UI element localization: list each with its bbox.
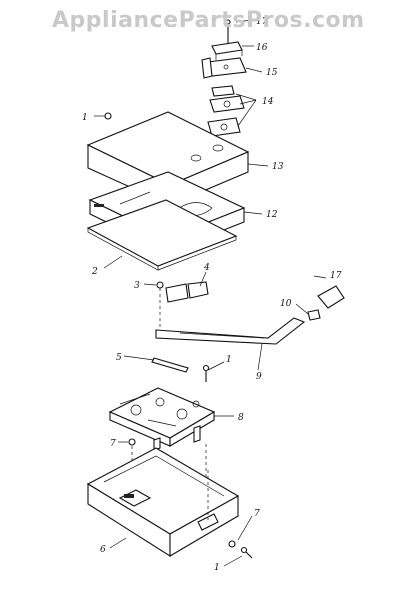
callout-17-right: 17	[330, 271, 342, 281]
callout-1-bottom: 1	[214, 563, 220, 573]
part-housing-tray	[86, 447, 240, 558]
callout-4: 4	[203, 263, 210, 273]
callout-10: 10	[280, 299, 292, 309]
part-cover-plate-small	[201, 57, 247, 79]
callout-1-mid: 1	[226, 355, 232, 365]
callout-3: 3	[134, 281, 140, 291]
callout-17-top: 17	[256, 17, 268, 27]
callout-6: 6	[100, 545, 106, 555]
callout-13: 13	[272, 162, 284, 172]
callout-8: 8	[238, 413, 244, 423]
part-rod	[151, 357, 189, 373]
part-screw-small	[128, 438, 136, 446]
callout-7-right: 7	[254, 509, 260, 519]
part-bottom-fasteners	[228, 540, 253, 559]
callout-16: 16	[256, 43, 268, 53]
callout-5: 5	[116, 353, 122, 363]
part-bracket-assembly	[156, 281, 209, 340]
callout-15: 15	[266, 68, 278, 78]
part-small-bracket	[211, 41, 243, 60]
part-mechanism-assembly	[108, 387, 216, 510]
callout-2: 2	[91, 267, 98, 277]
part-clip-and-pad	[307, 285, 345, 321]
callout-14: 14	[262, 97, 274, 107]
callout-1-top: 1	[82, 113, 88, 123]
callout-12: 12	[266, 210, 278, 220]
part-long-lever	[155, 317, 306, 345]
leader-lines	[94, 19, 327, 567]
callout-7-left: 7	[110, 439, 116, 449]
part-base-plate	[86, 199, 238, 271]
callout-9: 9	[256, 372, 262, 382]
callout-labels: 17 16 15 14 1 13 12 2 17 4 3 10 5 1 9 8 …	[82, 17, 342, 573]
part-pin-top	[225, 19, 231, 44]
part-clip-set	[207, 85, 245, 137]
watermark: AppliancePartsPros.com	[52, 8, 365, 33]
part-screw-mid	[202, 364, 210, 382]
